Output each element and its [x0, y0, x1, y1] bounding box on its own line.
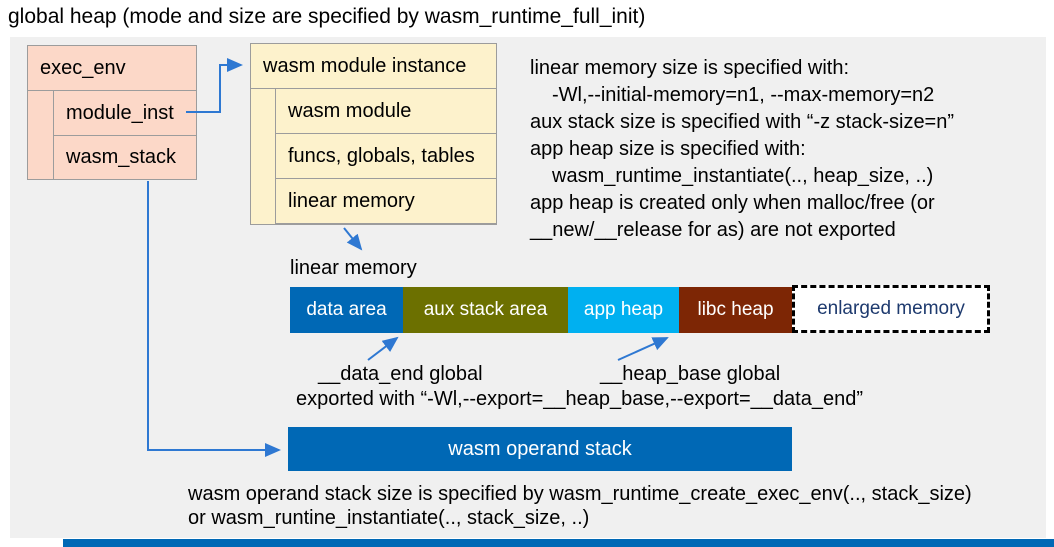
wasm-stack-cell: wasm_stack	[53, 135, 197, 180]
exported-with-label: exported with “-Wl,--export=__heap_base,…	[296, 388, 863, 410]
operand-stack-note-line2: or wasm_runtine_instantiate(.., stack_si…	[188, 507, 590, 529]
note-line: wasm_runtime_instantiate(.., heap_size, …	[552, 165, 934, 187]
linear-memory-cell: linear memory	[275, 178, 497, 224]
size-notes-block: linear memory size is specified with: -W…	[530, 55, 954, 244]
data-area-segment: data area	[290, 287, 403, 333]
module-inst-cell: module_inst	[53, 90, 197, 136]
note-line: linear memory size is specified with:	[530, 57, 849, 79]
app-heap-segment: app heap	[568, 287, 679, 333]
aux-stack-area-segment: aux stack area	[403, 287, 568, 333]
operand-stack-note-line1: wasm operand stack size is specified by …	[188, 483, 972, 505]
libc-heap-segment: libc heap	[679, 287, 792, 333]
exec-env-header: exec_env	[27, 45, 197, 91]
module-instance-header: wasm module instance	[250, 43, 497, 89]
enlarged-memory-box: enlarged memory	[792, 285, 990, 333]
diagram-title: global heap (mode and size are specified…	[8, 5, 646, 28]
note-line: __new/__release for as) are not exported	[530, 219, 896, 241]
linear-memory-label: linear memory	[290, 257, 417, 279]
heap-base-global-label: __heap_base global	[600, 363, 781, 385]
data-end-global-label: __data_end global	[318, 363, 483, 385]
note-line: -Wl,--initial-memory=n1, --max-memory=n2	[552, 84, 935, 106]
wasm-module-cell: wasm module	[275, 88, 497, 134]
footer-accent-bar	[63, 539, 1054, 547]
note-line: app heap size is specified with:	[530, 138, 806, 160]
note-line: aux stack size is specified with “-z sta…	[530, 111, 955, 133]
funcs-globals-tables-cell: funcs, globals, tables	[275, 133, 497, 179]
note-line: app heap is created only when malloc/fre…	[530, 192, 935, 214]
wasm-operand-stack-bar: wasm operand stack	[288, 427, 792, 471]
